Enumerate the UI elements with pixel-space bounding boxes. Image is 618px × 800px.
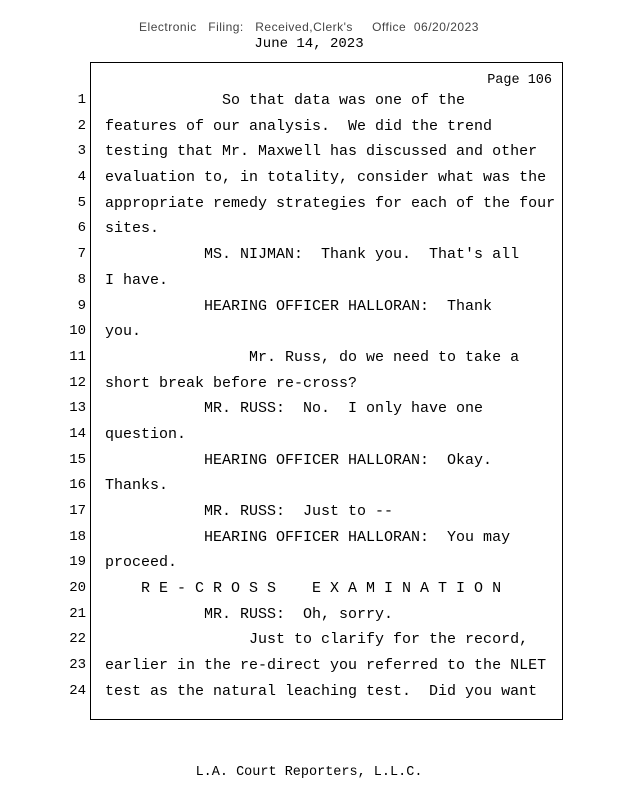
line-text: sites. — [105, 220, 160, 238]
line-text: features of our analysis. We did the tre… — [105, 117, 493, 135]
line-number: 15 — [69, 451, 86, 468]
transcript-line: 3 testing that Mr. Maxwell has discussed … — [58, 139, 568, 165]
hearing-date: June 14, 2023 — [254, 36, 364, 52]
transcript-lines: 1 So that data was one of the 2 features o… — [58, 88, 568, 705]
transcript-line: 6 sites. — [58, 216, 568, 242]
transcript-line: 1 So that data was one of the — [58, 88, 568, 114]
line-text: Mr. Russ, do we need to take a — [105, 348, 520, 366]
line-number: 3 — [77, 143, 86, 160]
line-text: So that data was one of the — [105, 92, 466, 109]
line-text: appropriate remedy strategies for each o… — [105, 194, 556, 212]
line-text: testing that Mr. Maxwell has discussed a… — [105, 143, 538, 161]
transcript-line: 7 MS. NIJMAN: Thank you. That's all — [58, 242, 568, 268]
line-text: question. — [105, 425, 187, 443]
line-number: 10 — [69, 323, 86, 340]
line-text: HEARING OFFICER HALLORAN: You may — [105, 528, 511, 546]
line-text: I have. — [105, 271, 169, 289]
transcript-line: 20 R E - C R O S S E X A M I N A T I O N — [58, 576, 568, 602]
transcript-line: 10 you. — [58, 319, 568, 345]
line-number: 23 — [69, 657, 86, 674]
line-text: R E - C R O S S E X A M I N A T I O N — [105, 580, 502, 598]
transcript-line: 9 HEARING OFFICER HALLORAN: Thank — [58, 294, 568, 320]
transcript-line: 8 I have. — [58, 268, 568, 294]
line-number: 21 — [69, 605, 86, 622]
transcript-line: 14 question. — [58, 422, 568, 448]
line-number: 1 — [77, 92, 86, 108]
line-text: Thanks. — [105, 477, 169, 495]
line-number: 24 — [69, 682, 86, 699]
efiling-stamp: Electronic Filing: Received,Clerk's Offi… — [139, 20, 479, 34]
line-number: 9 — [77, 297, 86, 314]
transcript-line: 16 Thanks. — [58, 473, 568, 499]
line-text: proceed. — [105, 554, 178, 572]
transcript-line: 22 Just to clarify for the record, — [58, 627, 568, 653]
transcript-line: 12 short break before re-cross? — [58, 371, 568, 397]
footer-firm-name: L.A. Court Reporters, L.L.C. — [195, 765, 423, 780]
line-number: 6 — [77, 220, 86, 237]
line-text: evaluation to, in totality, consider wha… — [105, 169, 547, 187]
line-text: MS. NIJMAN: Thank you. That's all — [105, 246, 520, 264]
line-number: 13 — [69, 400, 86, 417]
transcript-line: 13 MR. RUSS: No. I only have one — [58, 396, 568, 422]
line-number: 5 — [77, 194, 86, 211]
line-number: 11 — [69, 348, 86, 365]
line-number: 14 — [69, 425, 86, 442]
transcript-line: 5 appropriate remedy strategies for each … — [58, 191, 568, 217]
page-number-label: Page 106 — [487, 73, 552, 88]
line-number: 18 — [69, 528, 86, 545]
footer: L.A. Court Reporters, L.L.C. 312-419-929… — [0, 733, 618, 800]
line-number: 22 — [69, 631, 86, 648]
page-border-box: Page 106 — [90, 62, 563, 720]
line-text: HEARING OFFICER HALLORAN: Okay. — [105, 451, 493, 469]
line-text: test as the natural leaching test. Did y… — [105, 682, 538, 700]
line-number: 19 — [69, 554, 86, 571]
transcript-line: 23 earlier in the re-direct you referred … — [58, 653, 568, 679]
line-number: 16 — [69, 477, 86, 494]
line-text: Just to clarify for the record, — [105, 631, 529, 649]
transcript-line: 19 proceed. — [58, 550, 568, 576]
transcript-line: 4 evaluation to, in totality, consider wh… — [58, 165, 568, 191]
line-number: 4 — [77, 169, 86, 186]
line-number: 8 — [77, 271, 86, 288]
line-number: 20 — [69, 580, 86, 597]
transcript-line: 24 test as the natural leaching test. Did… — [58, 679, 568, 705]
transcript-line: 17 MR. RUSS: Just to -- — [58, 499, 568, 525]
transcript-line: 18 HEARING OFFICER HALLORAN: You may — [58, 525, 568, 551]
line-number: 7 — [77, 246, 86, 263]
line-number: 17 — [69, 503, 86, 519]
line-text: MR. RUSS: No. I only have one — [105, 400, 484, 418]
line-text: MR. RUSS: Oh, sorry. — [105, 605, 394, 623]
line-text: short break before re-cross? — [105, 374, 358, 392]
transcript-line: 15 HEARING OFFICER HALLORAN: Okay. — [58, 448, 568, 474]
transcript-line: 11 Mr. Russ, do we need to take a — [58, 345, 568, 371]
transcript-line: 21 MR. RUSS: Oh, sorry. — [58, 602, 568, 628]
line-text: earlier in the re-direct you referred to… — [105, 657, 547, 675]
line-number: 12 — [69, 374, 86, 391]
line-number: 2 — [77, 117, 86, 134]
line-text: MR. RUSS: Just to -- — [105, 503, 394, 520]
line-text: you. — [105, 323, 142, 341]
line-text: HEARING OFFICER HALLORAN: Thank — [105, 297, 493, 315]
transcript-line: 2 features of our analysis. We did the tr… — [58, 114, 568, 140]
